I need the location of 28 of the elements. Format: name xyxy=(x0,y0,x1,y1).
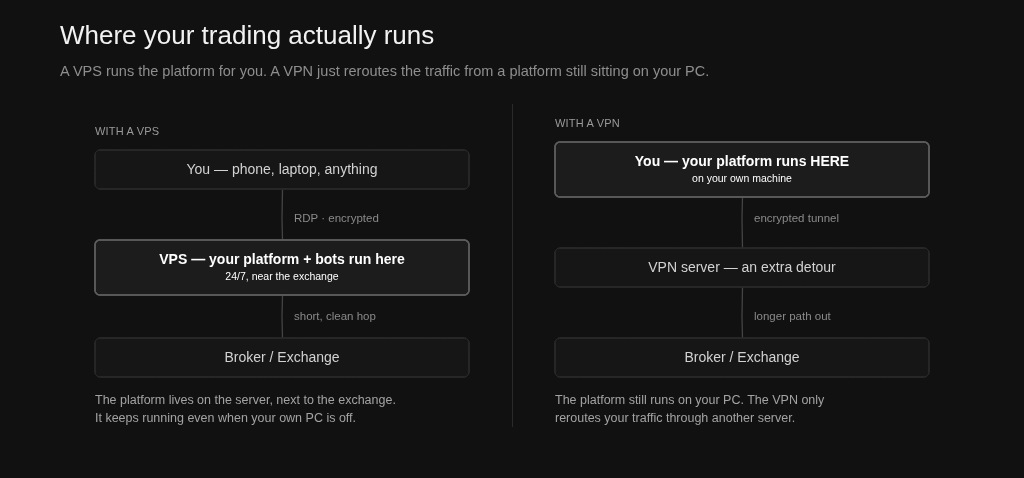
edge-label: RDP · encrypted xyxy=(294,211,379,226)
node-label: Broker / Exchange xyxy=(224,348,340,367)
edge-label: encrypted tunnel xyxy=(754,211,840,226)
edge-label: short, clean hop xyxy=(294,309,376,324)
node-label: Broker / Exchange xyxy=(684,348,800,367)
node-title: You — your platform runs HERE xyxy=(634,152,850,171)
column-heading: WITH A VPS xyxy=(95,124,160,138)
node-title: VPS — your platform + bots run here xyxy=(159,250,405,269)
process-box xyxy=(554,247,930,288)
node-subtitle: 24/7, near the exchange xyxy=(225,270,339,283)
node-label: You — phone, laptop, anything xyxy=(186,160,378,179)
process-box xyxy=(554,337,930,378)
connector-line xyxy=(741,196,744,250)
process-box xyxy=(94,239,470,296)
column-heading: WITH A VPN xyxy=(555,116,620,130)
connector-line xyxy=(741,286,744,340)
edge-label: longer path out xyxy=(754,309,831,324)
process-box xyxy=(554,141,930,198)
node-subtitle: on your own machine xyxy=(692,172,792,185)
title: Where your trading actually runs xyxy=(60,19,435,51)
connector-line xyxy=(281,294,284,340)
process-box xyxy=(94,337,470,378)
subtitle: A VPS runs the platform for you. A VPN just reroutes the traffic from a platform still sitting on your PC. xyxy=(60,62,710,80)
column-note: The platform still runs on your PC. The VPN only reroutes your traffic through another server. xyxy=(555,392,826,427)
column-note: The platform lives on the server, next to the exchange. It keeps running even when your own PC is off. xyxy=(95,392,397,427)
node-label: VPN server — an extra detour xyxy=(648,258,836,277)
connector-line xyxy=(281,188,284,242)
process-box xyxy=(94,149,470,190)
